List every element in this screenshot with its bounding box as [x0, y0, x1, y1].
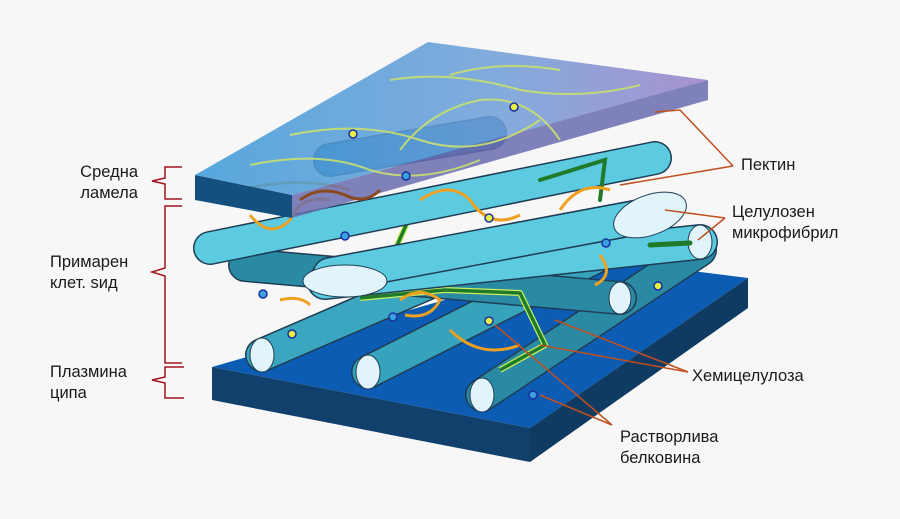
label-cellulose-microfibril: Целулозен микрофибрил — [732, 202, 838, 244]
brackets — [149, 166, 184, 399]
bracket-middle-lamella — [151, 166, 182, 200]
label-soluble-protein: Растворлива белковина — [620, 427, 718, 469]
label-line: ламела — [80, 184, 138, 202]
bracket-primary-wall — [149, 205, 182, 364]
middle-lamella — [195, 42, 708, 218]
label-line: ципа — [50, 384, 87, 402]
label-line: клет. ѕид — [50, 274, 118, 292]
label-hemicellulose: Хемицелулоза — [692, 367, 804, 385]
label-line: Примарен — [50, 253, 129, 271]
pectin-strands — [249, 65, 641, 177]
label-line: микрофибрил — [732, 224, 839, 242]
soluble-proteins — [258, 102, 663, 400]
bracket-plasma-membrane — [151, 366, 184, 399]
label-pectin: Пектин — [741, 156, 796, 174]
label-line: белковина — [620, 449, 701, 467]
label-primary-wall: Примарен клет. ѕид — [50, 252, 128, 294]
label-line: Средна — [80, 163, 138, 181]
label-line: Растворлива — [620, 428, 719, 446]
leader-lines — [494, 109, 734, 426]
label-plasma-membrane: Плазмина ципа — [50, 362, 127, 404]
label-line: Плазмина — [50, 363, 127, 381]
label-middle-lamella: Средна ламела — [60, 162, 138, 204]
label-line: Целулозен — [732, 203, 815, 221]
